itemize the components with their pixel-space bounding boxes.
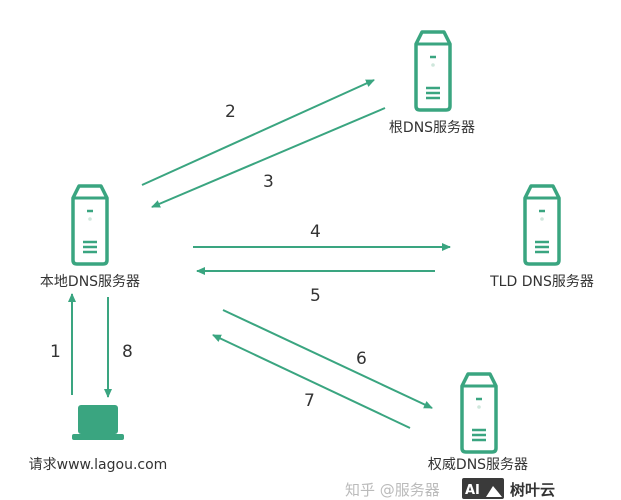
- watermark-logo: AI: [465, 483, 480, 498]
- tld-server-label: TLD DNS服务器: [489, 274, 594, 290]
- watermark-text: 知乎 @服务器: [345, 481, 440, 499]
- step-2-label: 2: [225, 102, 236, 122]
- client-label: 请求www.lagou.com: [29, 457, 168, 473]
- step-6-label: 6: [356, 349, 367, 369]
- laptop-icon: [72, 405, 124, 440]
- watermark-brand: 树叶云: [510, 481, 555, 499]
- auth-server-icon: [460, 372, 498, 454]
- root-server-icon: [414, 30, 452, 112]
- watermark: 知乎 @服务器 AI 树叶云: [345, 478, 555, 499]
- local-server-label: 本地DNS服务器: [40, 274, 140, 290]
- auth-server-label: 权威DNS服务器: [428, 457, 528, 473]
- arrow-step-6: [222, 309, 433, 409]
- step-3-label: 3: [263, 172, 274, 192]
- local-server-icon: [71, 184, 109, 266]
- step-1-label: 1: [50, 342, 61, 362]
- arrow-step-3: [151, 107, 386, 208]
- step-8-label: 8: [122, 342, 133, 362]
- step-7-label: 7: [304, 391, 315, 411]
- tld-server-icon: [523, 184, 561, 266]
- step-5-label: 5: [310, 286, 321, 306]
- step-4-label: 4: [310, 222, 321, 242]
- root-server-label: 根DNS服务器: [389, 120, 475, 136]
- arrow-step-2: [141, 79, 375, 186]
- arrow-step-7: [212, 334, 411, 429]
